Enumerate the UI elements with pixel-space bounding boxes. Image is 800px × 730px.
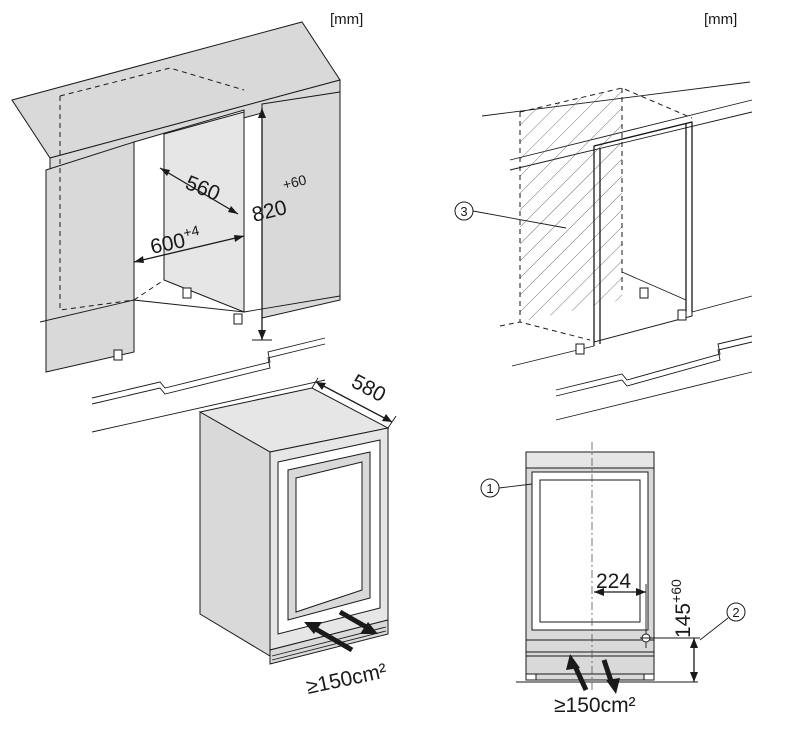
front-plinth xyxy=(525,639,655,675)
arrowhead xyxy=(566,654,580,670)
front-top-strip xyxy=(525,451,655,469)
unit-label-right: [mm] xyxy=(704,11,737,28)
foot xyxy=(233,313,243,325)
floor-line-right xyxy=(243,295,341,313)
arrowhead xyxy=(360,622,378,634)
niche-edge xyxy=(593,121,693,147)
arrowhead xyxy=(228,206,238,214)
hatched-zone xyxy=(520,88,622,322)
airflow-in xyxy=(312,625,354,653)
foot xyxy=(677,309,687,321)
width-label: 600+4 xyxy=(147,222,203,259)
hidden-line-left xyxy=(59,96,135,311)
left-cabinet xyxy=(45,141,135,373)
airflow-out xyxy=(338,609,370,631)
callout-leader xyxy=(699,617,729,641)
ventilation-label-bottom: ≥150cm² xyxy=(554,694,636,717)
foot xyxy=(643,673,655,681)
airflow-arrows-front xyxy=(566,654,620,694)
offset-horizontal-label: 224 xyxy=(596,570,631,593)
arrowhead xyxy=(160,168,170,176)
plinth-grille xyxy=(271,630,387,661)
extension-line xyxy=(387,415,397,429)
callout-2: 2 xyxy=(732,605,739,620)
niche-dimension-view: 560 600+4 820+60 xyxy=(11,21,341,433)
hidden-line-floor xyxy=(133,279,165,301)
offset-height-label: 145+60 xyxy=(668,579,695,638)
niche-area-view: 3 xyxy=(454,81,753,421)
appliance-side xyxy=(199,411,271,657)
hidden-line xyxy=(519,87,693,119)
width-label-tolerance: +4 xyxy=(182,222,201,241)
arrowhead xyxy=(304,622,322,634)
foot xyxy=(639,287,649,299)
appliance-front-view: 224 145+60 1 2 ≥150cm² xyxy=(480,442,746,717)
callout-1: 1 xyxy=(486,481,493,496)
arrowhead xyxy=(134,256,144,263)
airflow-arrows xyxy=(304,609,378,653)
plinth-line xyxy=(91,337,326,399)
foot xyxy=(575,343,585,355)
height-label-tolerance: +60 xyxy=(281,171,308,192)
arrowhead xyxy=(382,414,392,422)
callout-3: 3 xyxy=(460,204,467,219)
floor-line xyxy=(691,295,753,313)
foot xyxy=(182,287,192,299)
unit-label-left: [mm] xyxy=(330,11,363,28)
offset-height-base: 145 xyxy=(672,603,695,638)
appliance-3d-view: 580 ≥150cm² xyxy=(198,370,397,699)
offset-height-tolerance: +60 xyxy=(668,579,684,603)
arrowhead xyxy=(258,108,266,118)
plinth-line xyxy=(91,343,326,405)
depth-dimension-line xyxy=(159,167,239,215)
arrowhead xyxy=(690,672,698,682)
callout-2-circle xyxy=(726,602,746,622)
callout-leader xyxy=(472,210,567,229)
width-dimension-line xyxy=(133,235,245,263)
arrowhead xyxy=(258,330,266,340)
arrowhead xyxy=(636,588,646,596)
arrowhead xyxy=(594,588,604,596)
plinth-line xyxy=(555,341,753,397)
ventilation-label-front: ≥150cm² xyxy=(304,659,389,698)
hidden-line-top xyxy=(59,67,245,97)
hidden-line xyxy=(499,321,521,327)
arrowhead xyxy=(606,678,620,694)
arrowhead xyxy=(690,638,698,648)
foot xyxy=(113,349,123,361)
floor-line xyxy=(621,271,687,301)
appliance-depth-line xyxy=(315,381,393,423)
arrowhead xyxy=(234,235,244,242)
extension-line xyxy=(311,377,319,389)
plinth-line xyxy=(555,371,753,421)
arrowhead xyxy=(316,382,326,390)
foot xyxy=(525,673,537,681)
door-glass-inner xyxy=(295,461,363,613)
niche-opening xyxy=(593,121,693,343)
front-door-glass xyxy=(539,479,641,623)
callout-leader xyxy=(498,483,533,489)
floor-line-left xyxy=(39,299,135,323)
plinth-line xyxy=(555,335,753,391)
plinth-line xyxy=(91,379,326,433)
